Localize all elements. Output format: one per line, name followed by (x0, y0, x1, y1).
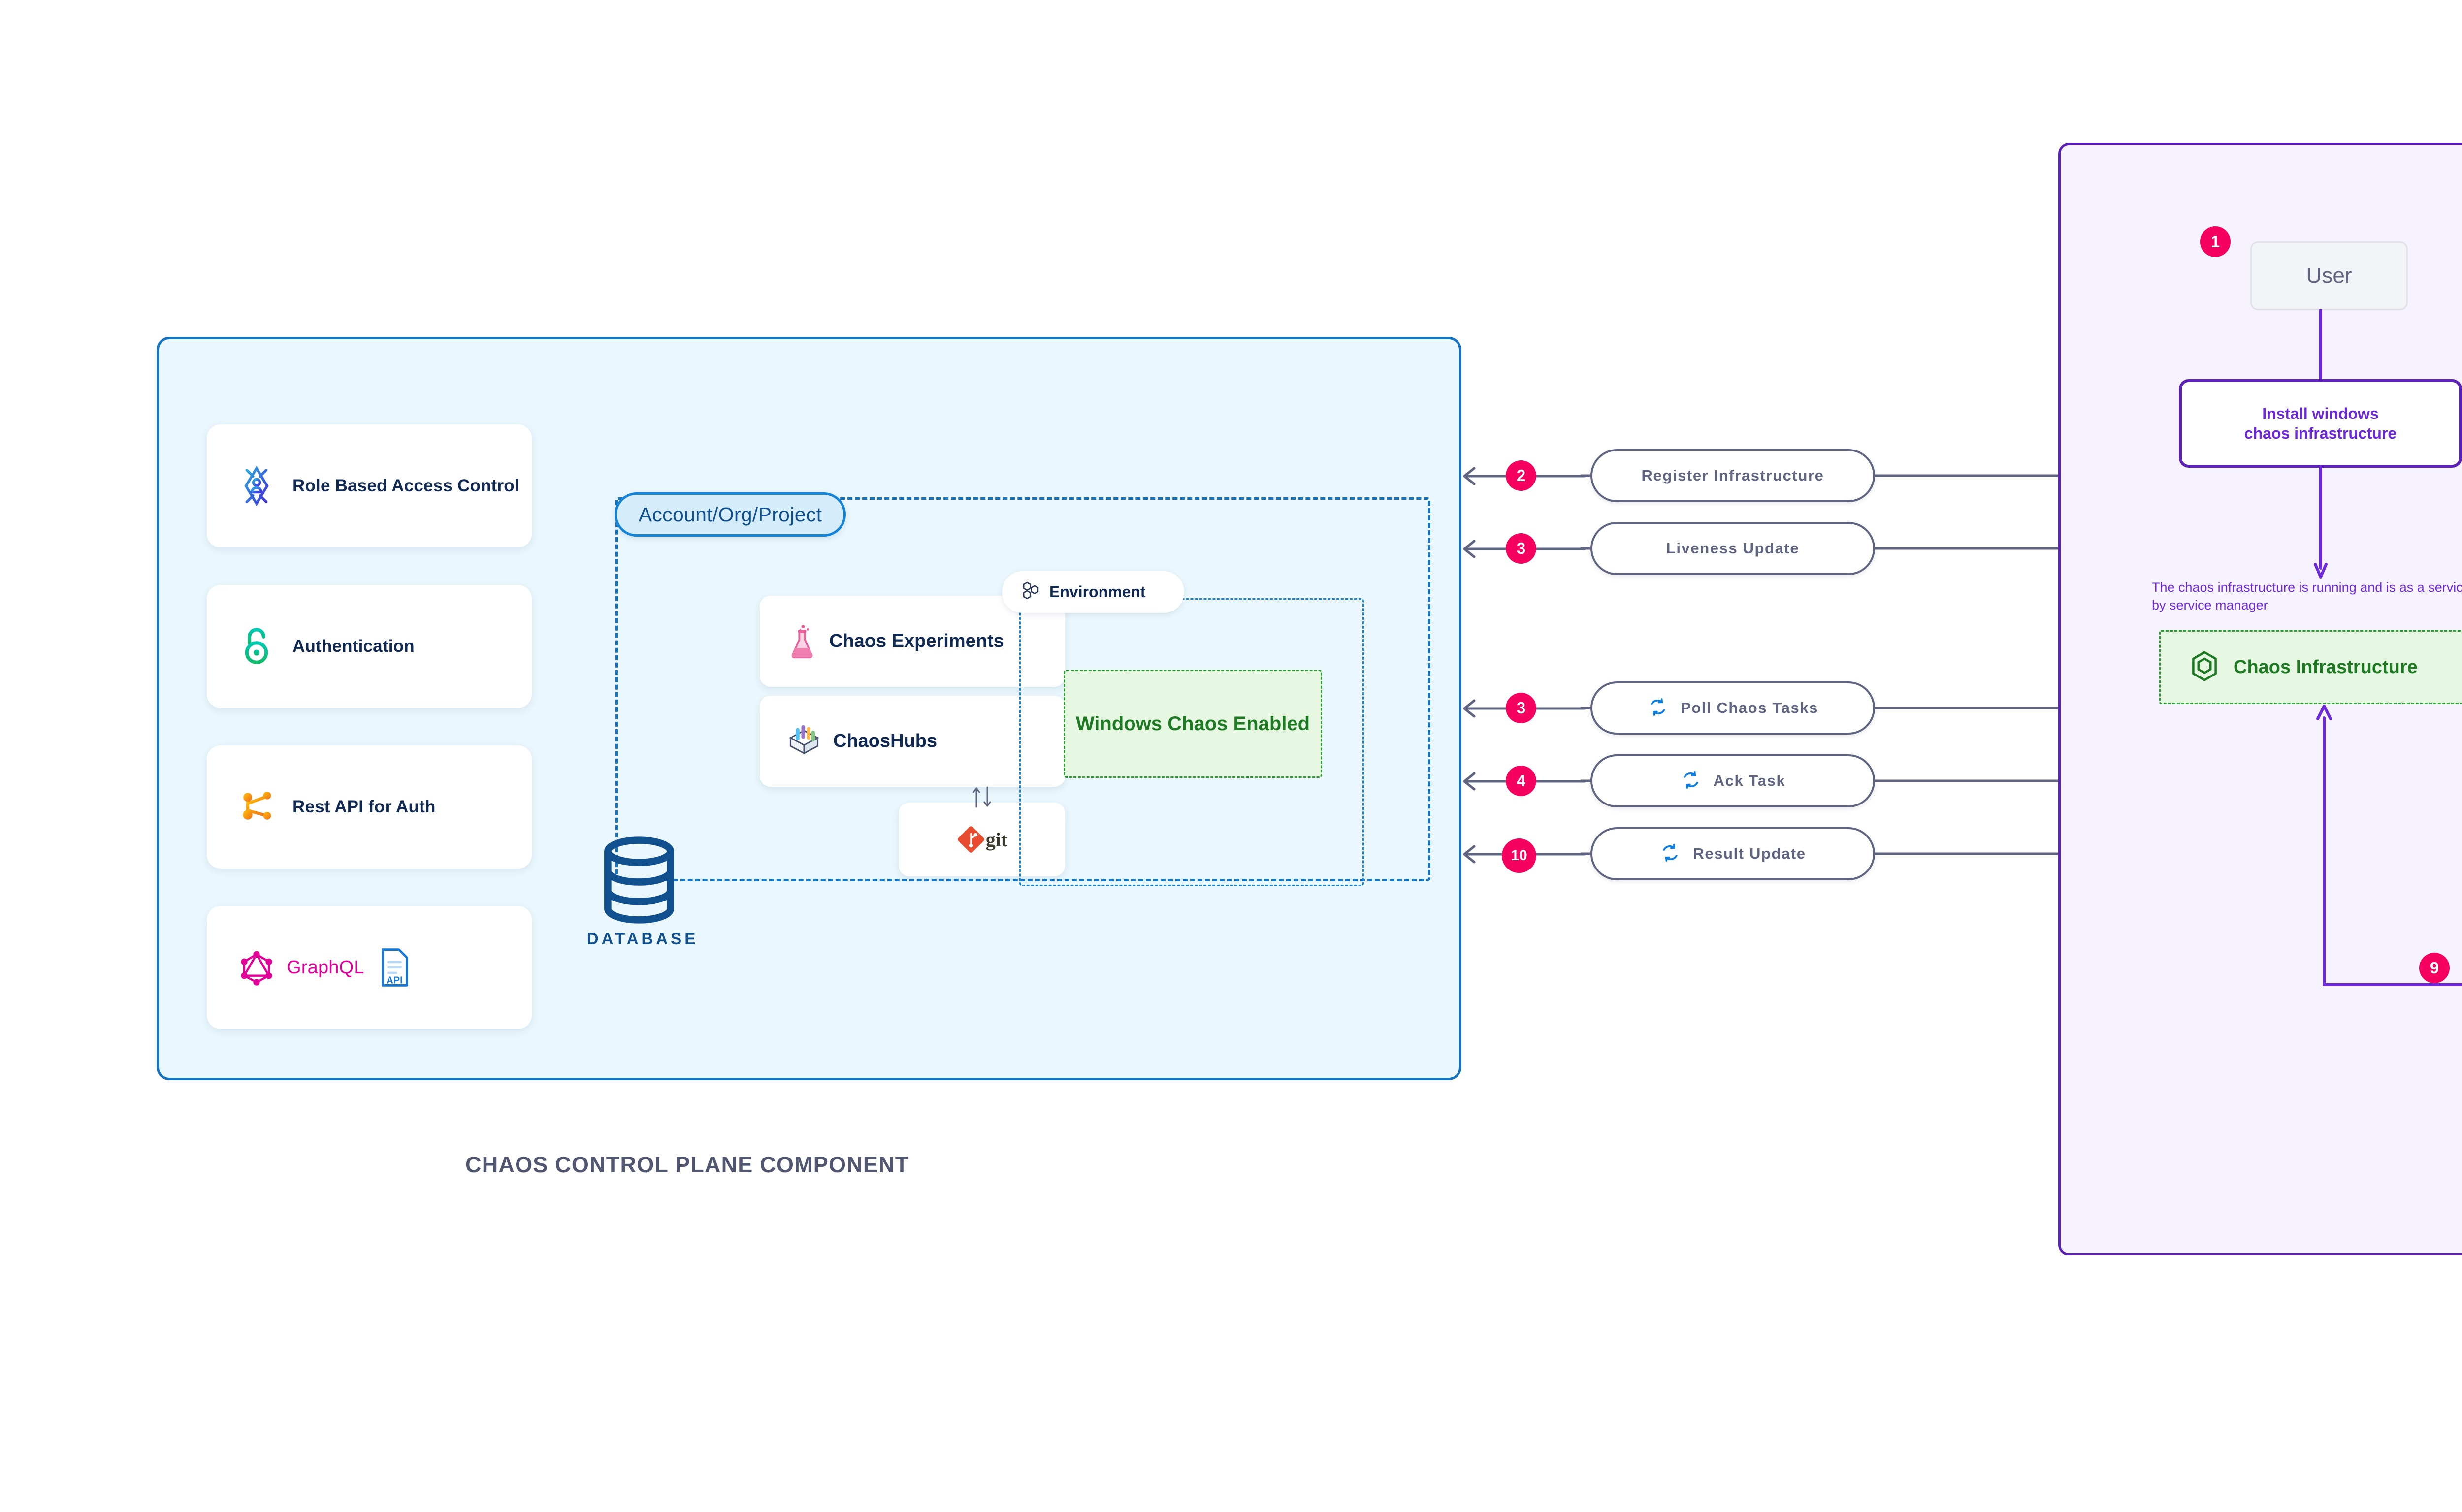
windows-chaos-enabled-status: Windows Chaos Enabled (1064, 670, 1322, 778)
svg-text:API: API (386, 975, 402, 986)
git-sync-arrows (972, 786, 991, 808)
note-chaos-infrastructure-running: The chaos infrastructure is running and … (2152, 580, 2462, 613)
git-icon (956, 818, 986, 861)
arrow-install-to-infrastructure (2314, 465, 2328, 579)
step-badge-1: 1 (2200, 226, 2231, 257)
rbac-icon (235, 465, 278, 507)
connector-pill-liveness-update[interactable]: Liveness Update (1590, 522, 1875, 575)
inner-card-label: git (985, 828, 1008, 851)
git-card[interactable]: git (899, 803, 1065, 876)
api-document-icon: API (373, 946, 416, 989)
flask-icon (787, 620, 817, 663)
feature-card-rest-api[interactable]: Rest API for Auth (207, 745, 532, 869)
pill-label: Register Infrastructure (1641, 467, 1824, 484)
feature-card-label: GraphQL (287, 957, 364, 978)
environment-badge[interactable]: Environment (1002, 571, 1184, 613)
database-icon (604, 836, 674, 924)
feature-card-rbac[interactable]: Role Based Access Control (207, 424, 532, 547)
sync-icon (1659, 842, 1681, 866)
step-badge-2: 2 (1506, 460, 1536, 491)
step-badge-3-liveness: 3 (1506, 533, 1536, 564)
pill-label: Ack Task (1713, 772, 1786, 789)
api-node-icon (235, 786, 278, 828)
account-org-project-group (616, 497, 1430, 881)
environment-hex-icon (1019, 580, 1040, 604)
pill-label: Poll Chaos Tasks (1680, 699, 1818, 716)
connector-pill-ack-task[interactable]: Ack Task (1590, 754, 1875, 807)
feature-card-label: Rest API for Auth (292, 797, 436, 816)
sync-icon (1680, 769, 1702, 793)
step-badge-9: 9 (2419, 953, 2450, 983)
connector-pill-result-update[interactable]: Result Update (1590, 827, 1875, 880)
windows-chaos-enabled-label: Windows Chaos Enabled (1075, 712, 1310, 735)
graphql-icon (235, 946, 278, 989)
pill-label: Result Update (1693, 845, 1806, 862)
step-badge-4: 4 (1506, 766, 1536, 796)
arrow-user-to-install (2319, 309, 2322, 382)
database-label: DATABASE (586, 930, 699, 948)
sync-icon (1647, 696, 1669, 720)
environment-label: Environment (1049, 583, 1146, 601)
step-badge-3-poll: 3 (1506, 693, 1536, 723)
pill-label: Liveness Update (1666, 540, 1800, 557)
chaoshubs-card[interactable]: ChaosHubs (760, 696, 1065, 787)
account-org-project-badge[interactable]: Account/Org/Project (615, 492, 846, 537)
test-tube-rack-icon (787, 720, 821, 763)
lock-icon (235, 625, 278, 668)
feature-card-graphql[interactable]: GraphQL API (207, 906, 532, 1029)
user-label: User (2306, 263, 2352, 288)
feature-card-label: Role Based Access Control (292, 476, 519, 495)
harness-hex-icon (2190, 650, 2219, 684)
feature-card-authentication[interactable]: Authentication (207, 585, 532, 708)
chaos-infrastructure-box[interactable]: Chaos Infrastructure (2159, 630, 2462, 704)
inner-card-label: ChaosHubs (833, 731, 938, 751)
user-box[interactable]: User (2250, 241, 2408, 310)
arrow-fault-to-infrastructure (2316, 705, 2462, 986)
environment-group (1019, 598, 1364, 886)
chaos-infrastructure-label: Chaos Infrastructure (2234, 656, 2418, 677)
control-plane-caption: CHAOS CONTROL PLANE COMPONENT (465, 1152, 909, 1177)
inner-card-label: Chaos Experiments (829, 631, 1004, 651)
feature-card-label: Authentication (292, 637, 415, 656)
step-badge-10: 10 (1502, 838, 1536, 873)
connector-pill-register-infrastructure[interactable]: Register Infrastructure (1590, 449, 1875, 502)
account-badge-label: Account/Org/Project (638, 503, 822, 526)
connector-pill-poll-chaos-tasks[interactable]: Poll Chaos Tasks (1590, 681, 1875, 735)
